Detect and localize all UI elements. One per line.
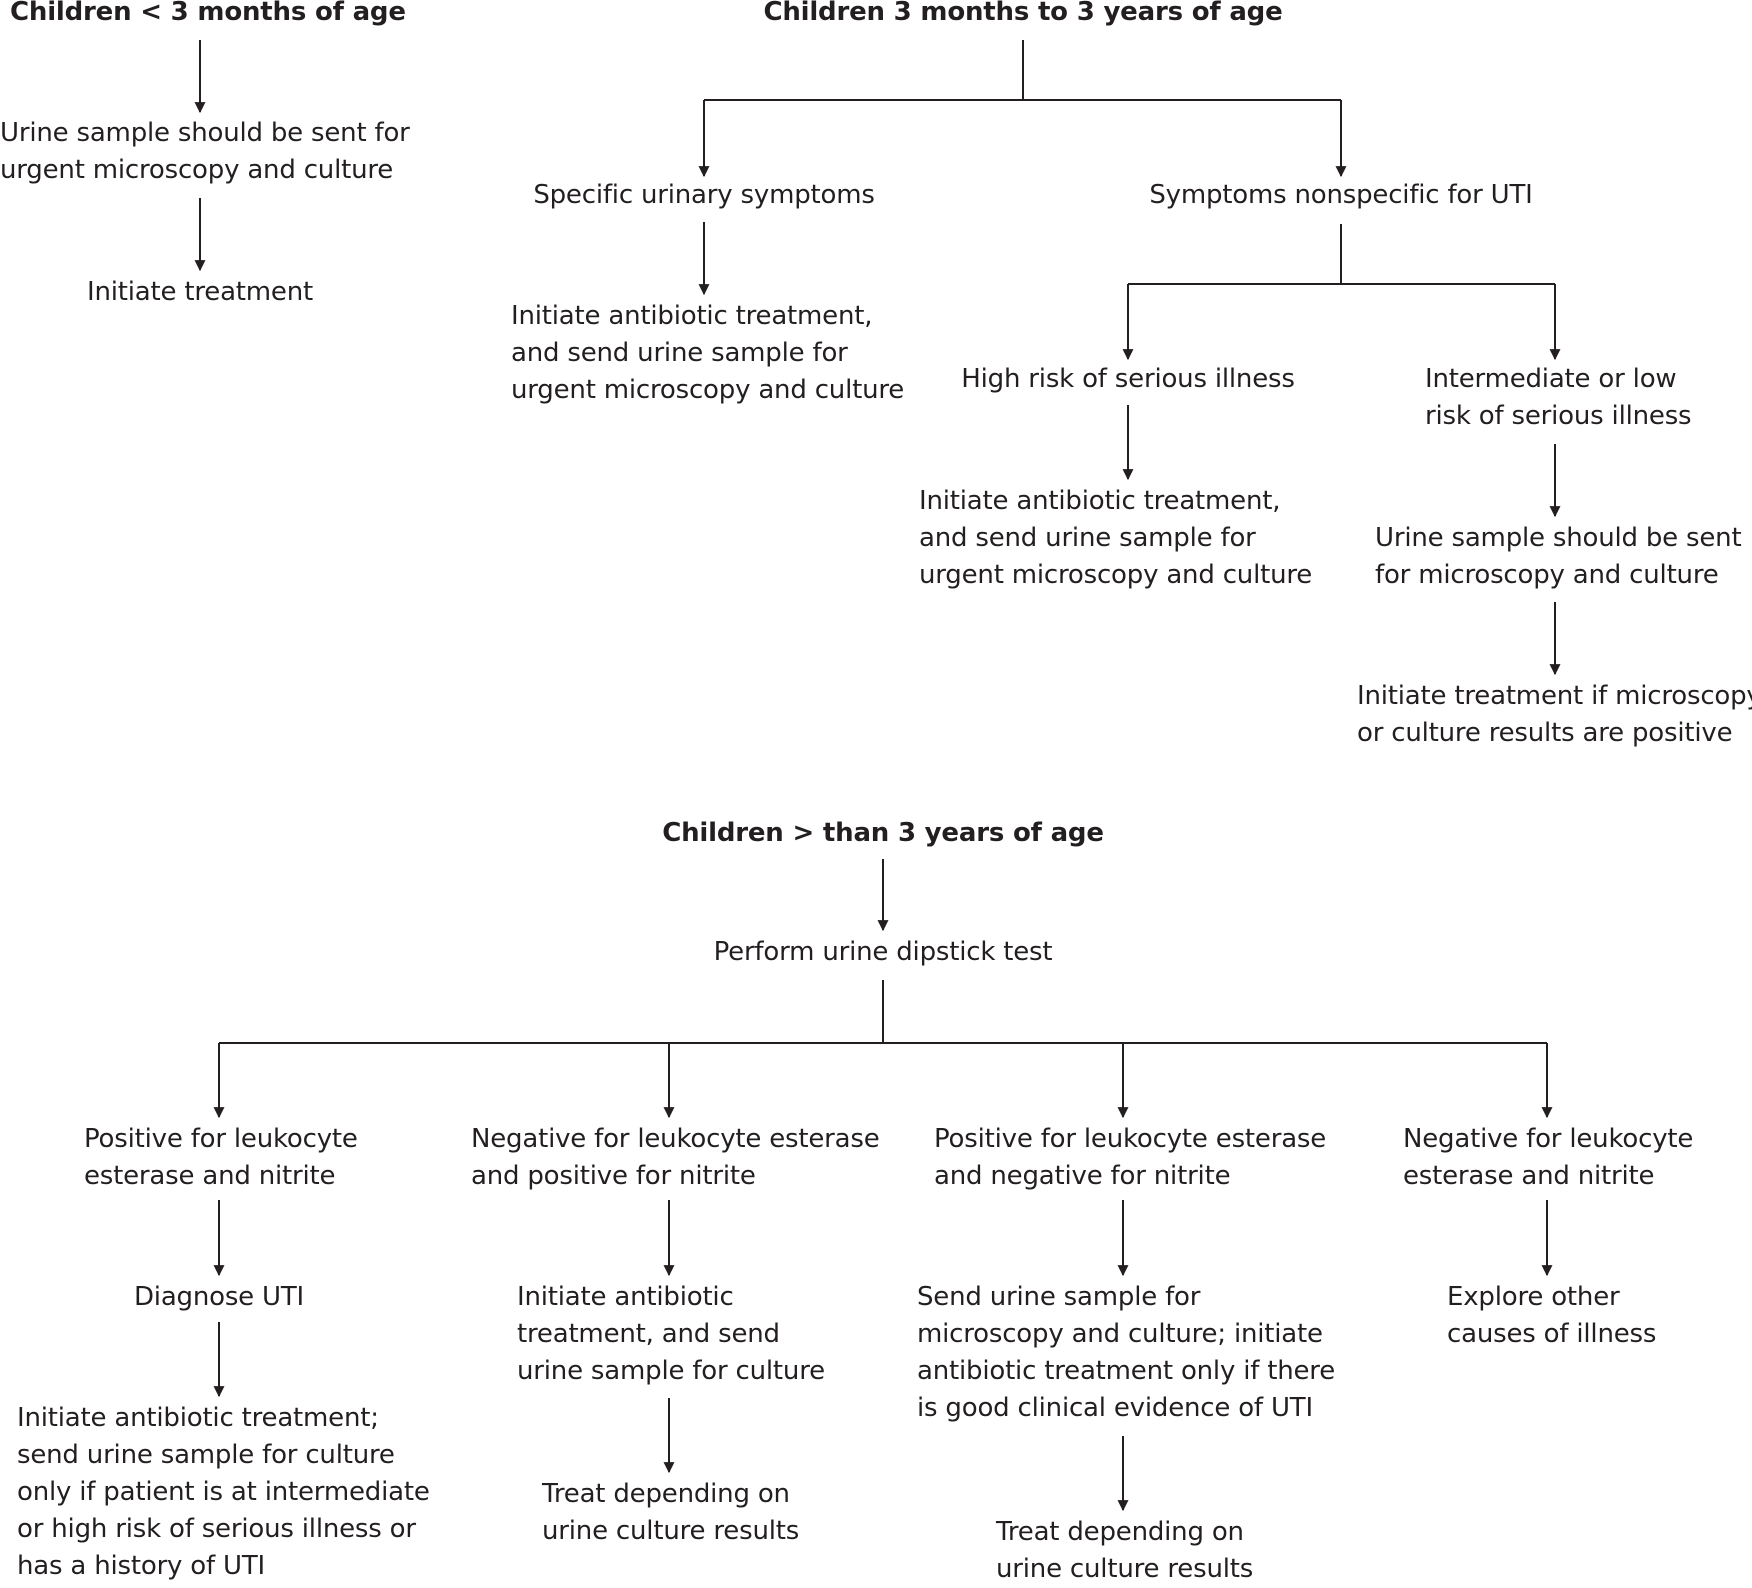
node-high-risk-action: Initiate antibiotic treatment, and send … [919,483,1312,594]
node-pl-action-line-1: Send urine sample for [917,1282,1201,1312]
node-nonspecific-line-1: Symptoms nonspecific for UTI [1149,180,1533,210]
node-explore-other-causes: Explore other causes of illness [1447,1279,1656,1353]
node-high-risk: High risk of serious illness [878,361,1378,398]
node-pos-both-action: Initiate antibiotic treatment; send urin… [17,1400,430,1585]
node-specific-action-line-1: Initiate antibiotic treatment, [511,301,873,331]
node-neg-le-line-2: and positive for nitrite [471,1161,756,1191]
node-pb-action-line-5: has a history of UTI [17,1551,266,1581]
node-pos-le-line-1: Positive for leukocyte esterase [934,1124,1327,1154]
node-specific-line-1: Specific urinary symptoms [533,180,875,210]
node-specific-urinary-symptoms: Specific urinary symptoms [454,177,954,214]
node-interlow-line-1: Intermediate or low [1425,364,1677,394]
node-neg-le-treat: Treat depending on urine culture results [542,1476,799,1550]
node-negative-le-and-nitrite: Negative for leukocyte esterase and nitr… [1403,1121,1693,1195]
node-nl-action-line-2: treatment, and send [517,1319,780,1349]
node-specific-action-line-2: and send urine sample for [511,338,848,368]
node-neg-both-line-1: Negative for leukocyte [1403,1124,1694,1154]
node-negative-le-positive-nitrite: Negative for leukocyte esterase and posi… [471,1121,880,1195]
node-pb-action-line-2: send urine sample for culture [17,1440,395,1470]
node-positive-le-negative-nitrite: Positive for leukocyte esterase and nega… [934,1121,1326,1195]
node-dipstick-line-1: Perform urine dipstick test [713,937,1053,967]
node-interlow-urine-sample: Urine sample should be sent for microsco… [1375,520,1742,594]
node-pl-treat-line-1: Treat depending on [996,1517,1244,1547]
node-pos-both-line-2: esterase and nitrite [84,1161,336,1191]
node-pos-le-treat: Treat depending on urine culture results [996,1514,1253,1588]
node-nl-action-line-3: urine sample for culture [517,1356,825,1386]
node-specific-action: Initiate antibiotic treatment, and send … [511,298,904,409]
node-neg-le-line-1: Negative for leukocyte esterase [471,1124,880,1154]
node-interlow-line-2: risk of serious illness [1425,401,1692,431]
node-u3-urine-line-2: urgent microscopy and culture [0,155,394,185]
node-diagnose-uti: Diagnose UTI [69,1279,369,1316]
header-over-3-years: Children > than 3 years of age [662,818,1104,848]
node-il-treat-line-1: Initiate treatment if microscopy [1357,681,1752,711]
node-perform-dipstick: Perform urine dipstick test [633,934,1133,971]
node-pos-both-line-1: Positive for leukocyte [84,1124,358,1154]
node-symptoms-nonspecific: Symptoms nonspecific for UTI [1091,177,1591,214]
node-u3-initiate-treatment: Initiate treatment [0,274,400,311]
node-pb-action-line-4: or high risk of serious illness or [17,1514,416,1544]
node-neg-both-line-2: esterase and nitrite [1403,1161,1655,1191]
node-high-risk-line-1: High risk of serious illness [961,364,1295,394]
header-under-3-months: Children < 3 months of age [10,0,406,27]
node-intermediate-low-risk: Intermediate or low risk of serious illn… [1425,361,1692,435]
node-il-treat-line-2: or culture results are positive [1357,718,1733,748]
node-interlow-treat-if-positive: Initiate treatment if microscopy or cult… [1357,678,1752,752]
node-nl-treat-line-1: Treat depending on [542,1479,790,1509]
node-pb-action-line-1: Initiate antibiotic treatment; [17,1403,379,1433]
node-diagnose-line-1: Diagnose UTI [133,1282,305,1312]
node-pl-action-line-2: microscopy and culture; initiate [917,1319,1323,1349]
node-u3-treat-line-1: Initiate treatment [86,277,313,307]
node-il-urine-line-1: Urine sample should be sent [1375,523,1742,553]
node-pos-le-action: Send urine sample for microscopy and cul… [917,1279,1335,1427]
node-u3-urine-line-1: Urine sample should be sent for [0,118,410,148]
node-u3-urine-sample: Urine sample should be sent for urgent m… [0,115,410,189]
node-pb-action-line-3: only if patient is at intermediate [17,1477,430,1507]
node-specific-action-line-3: urgent microscopy and culture [511,375,905,405]
node-positive-le-and-nitrite: Positive for leukocyte esterase and nitr… [84,1121,358,1195]
node-explore-line-1: Explore other [1447,1282,1620,1312]
node-nl-action-line-1: Initiate antibiotic [517,1282,734,1312]
node-neg-le-action: Initiate antibiotic treatment, and send … [517,1279,825,1390]
node-high-action-line-2: and send urine sample for [919,523,1256,553]
node-pl-action-line-4: is good clinical evidence of UTI [917,1393,1313,1423]
node-explore-line-2: causes of illness [1447,1319,1657,1349]
header-3-months-to-3-years: Children 3 months to 3 years of age [763,0,1283,27]
node-pos-le-line-2: and negative for nitrite [934,1161,1231,1191]
node-high-action-line-1: Initiate antibiotic treatment, [919,486,1281,516]
node-pl-action-line-3: antibiotic treatment only if there [917,1356,1336,1386]
node-il-urine-line-2: for microscopy and culture [1375,560,1719,590]
node-pl-treat-line-2: urine culture results [996,1554,1254,1584]
node-high-action-line-3: urgent microscopy and culture [919,560,1313,590]
node-nl-treat-line-2: urine culture results [542,1516,800,1546]
